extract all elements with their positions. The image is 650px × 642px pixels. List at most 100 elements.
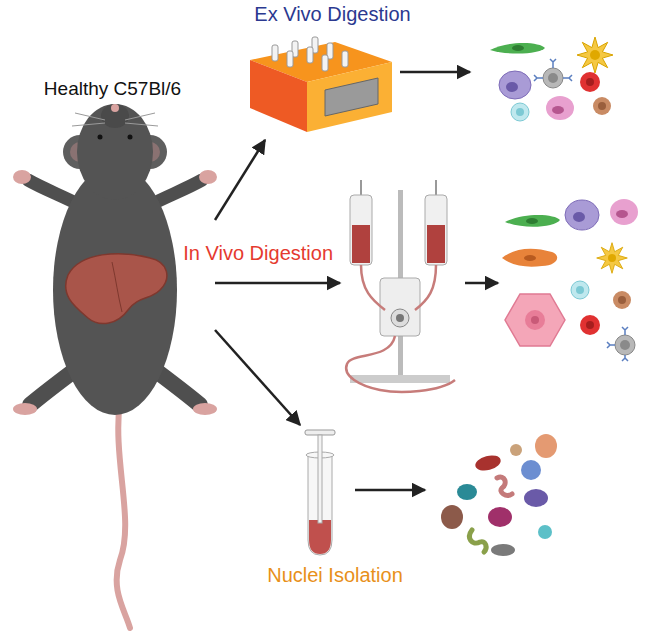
- red-cell: [580, 72, 600, 92]
- nucleolus: [531, 316, 539, 324]
- pestle-rod: [318, 435, 322, 523]
- column-fluid: [352, 225, 370, 263]
- column-tube: [360, 180, 362, 195]
- nucleus: [474, 453, 503, 473]
- nucleus: [535, 434, 557, 458]
- lymphocyte: [543, 68, 563, 88]
- mouse-hand: [13, 170, 31, 184]
- mouse-body: [53, 165, 177, 415]
- result-arrow: [400, 71, 470, 74]
- macrophage: [565, 200, 599, 230]
- teal-cell: [511, 103, 529, 121]
- nucleus: [457, 484, 477, 500]
- tube: [272, 45, 278, 61]
- dissociator-illustration: [250, 37, 392, 132]
- pink-cell: [610, 199, 638, 225]
- cell-nucleus: [548, 73, 558, 83]
- cell-nucleus: [598, 102, 606, 110]
- nucleus: [524, 489, 548, 507]
- mouse-leg: [30, 370, 75, 405]
- mouse-illustration: [13, 104, 217, 628]
- tubing: [361, 265, 385, 310]
- antibody-marks: [534, 59, 572, 81]
- whisker: [125, 123, 158, 126]
- hepatocyte: [505, 294, 565, 346]
- nucleus: [497, 477, 512, 495]
- pump: [391, 309, 409, 327]
- cell-nucleus: [618, 296, 626, 304]
- column: [425, 195, 447, 265]
- device-screen: [325, 78, 378, 116]
- cell-nucleus: [620, 340, 630, 350]
- brown-cell: [613, 291, 631, 309]
- cell-nucleus: [586, 321, 594, 329]
- mouse-eye: [128, 135, 133, 140]
- device-side: [307, 62, 392, 132]
- device-front: [250, 60, 307, 132]
- device-node: In Vivo Digestion: [340, 175, 460, 390]
- perfusion-illustration: [346, 180, 455, 392]
- mouse-head: [77, 104, 153, 200]
- cell-nucleus: [616, 210, 628, 218]
- antibody-marks: [607, 327, 628, 361]
- connector-arrow: [215, 330, 300, 425]
- nucleus: [521, 460, 541, 480]
- tube: [342, 51, 348, 67]
- connector-arrow: [215, 140, 265, 220]
- cell-nucleus: [608, 254, 616, 262]
- lymphocyte: [615, 335, 635, 355]
- whisker: [125, 113, 155, 120]
- tube: [322, 55, 328, 71]
- mouse-tail: [117, 400, 130, 628]
- cell-nucleus: [525, 310, 545, 330]
- pestle-handle: [305, 430, 335, 435]
- cell-nucleus: [524, 255, 536, 261]
- mouse-node: Healthy C57Bl/6: [10, 78, 215, 618]
- column-fluid: [427, 225, 445, 263]
- mouse-snout: [101, 104, 129, 128]
- cell-nucleus: [512, 45, 524, 51]
- column: [350, 195, 372, 265]
- cell-nucleus: [573, 212, 585, 222]
- brown-cell: [593, 97, 611, 115]
- homogenate: [309, 520, 331, 554]
- dendritic-cell: [577, 37, 613, 73]
- whisker: [75, 113, 105, 120]
- stand-base: [350, 375, 450, 383]
- fibroblast: [502, 249, 557, 267]
- red-cell: [580, 315, 600, 335]
- whisker: [72, 123, 105, 126]
- nucleus: [488, 507, 512, 527]
- liver-lobe-line: [112, 262, 122, 312]
- stellate-cell: [505, 215, 560, 227]
- result-arrow: [465, 282, 498, 285]
- cell-nucleus: [576, 286, 584, 294]
- mouse-hand: [199, 170, 217, 184]
- nucleus: [470, 530, 487, 552]
- tubing: [346, 336, 455, 392]
- cell-nucleus: [590, 50, 600, 60]
- connector-arrow: [215, 282, 340, 285]
- cell-nucleus: [516, 108, 524, 116]
- node-label: Ex Vivo Digestion: [251, 2, 413, 26]
- device-node: Nuclei Isolation: [250, 425, 420, 595]
- mouse-foot: [13, 403, 37, 415]
- teal-cell: [571, 281, 589, 299]
- pump-hub: [396, 314, 404, 322]
- tubing: [415, 265, 436, 310]
- cell-nucleus: [552, 106, 564, 114]
- cell-group: [490, 37, 613, 121]
- reservoir: [380, 278, 420, 336]
- result-arrow: [355, 489, 425, 492]
- column-tube: [435, 180, 437, 195]
- homogenizer-illustration: [305, 430, 335, 555]
- stellate-cell: [490, 43, 545, 54]
- node-label: Nuclei Isolation: [264, 563, 406, 587]
- liver: [66, 254, 167, 324]
- mouse-eye: [98, 135, 103, 140]
- cell-group: [502, 199, 638, 361]
- mouse-leg: [155, 370, 200, 405]
- cell-nucleus: [586, 78, 594, 86]
- macrophage: [499, 71, 531, 99]
